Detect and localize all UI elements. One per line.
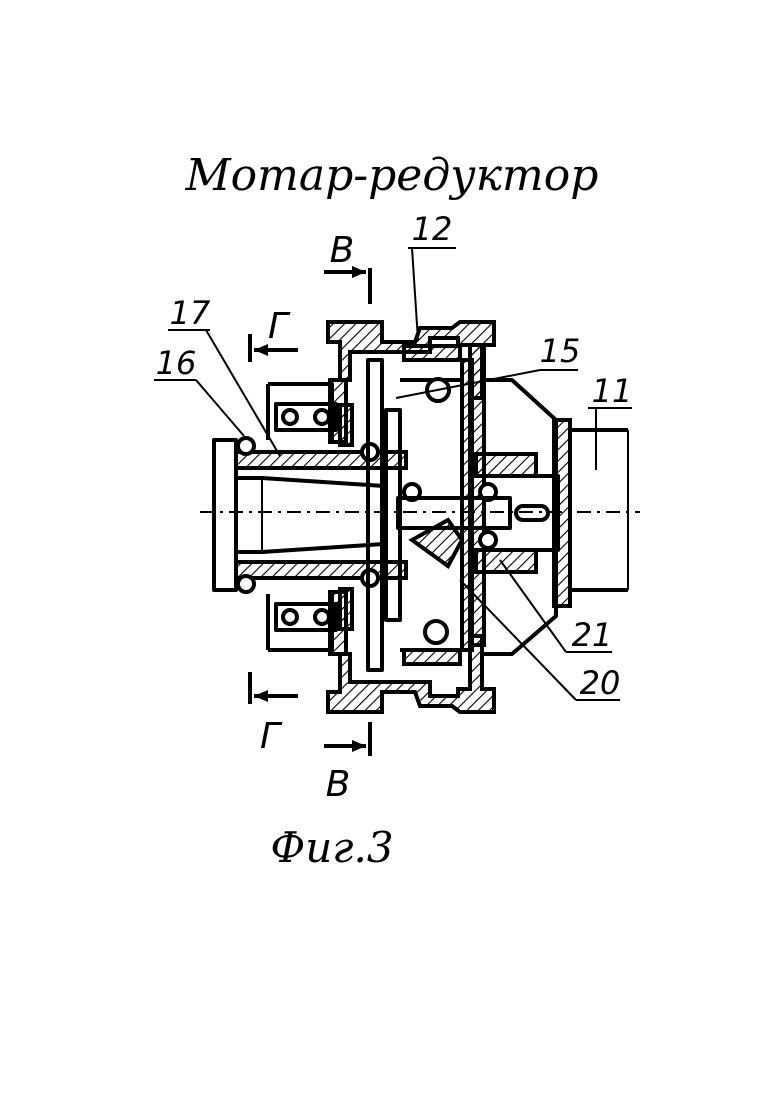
output-shaft [214, 438, 406, 592]
section-g-top-label: Г [268, 306, 291, 347]
callout-17: 17 [170, 294, 211, 332]
left-bearing-housing [268, 384, 352, 650]
callout-21: 21 [572, 616, 613, 654]
section-g-bottom-label: Г [260, 716, 283, 757]
callout-12: 12 [412, 210, 453, 248]
drawing-title: Мотар-редуктор [185, 150, 599, 201]
section-v-bottom-label: В [326, 764, 351, 805]
callout-15: 15 [540, 332, 581, 370]
callout-20: 20 [580, 664, 621, 702]
callout-11: 11 [592, 372, 633, 410]
section-v-top-label: В [330, 230, 355, 271]
callout-16: 16 [156, 344, 197, 382]
figure-caption: Фиг.3 [270, 823, 393, 872]
